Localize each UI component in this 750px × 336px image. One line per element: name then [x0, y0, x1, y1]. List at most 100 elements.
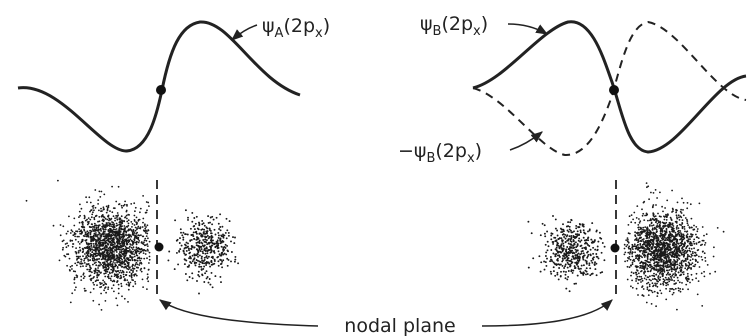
density-dot	[659, 192, 661, 194]
density-dot	[549, 260, 551, 262]
density-dot	[666, 228, 668, 230]
density-dot	[635, 272, 637, 274]
density-dot	[681, 243, 683, 245]
density-dot	[572, 239, 574, 241]
density-dot	[211, 272, 213, 274]
density-dot	[594, 268, 596, 270]
density-dot	[123, 274, 125, 276]
density-dot	[120, 249, 122, 251]
density-dot	[649, 285, 651, 287]
density-dot	[114, 220, 116, 222]
density-dot	[196, 259, 198, 261]
density-dot	[63, 240, 65, 242]
density-dot	[118, 293, 120, 295]
density-dot	[625, 246, 627, 248]
density-dot	[193, 225, 195, 227]
density-dot	[651, 223, 653, 225]
left-dense-lobe-cloud	[26, 180, 151, 311]
density-dot	[544, 224, 546, 226]
density-dot	[132, 264, 134, 266]
density-dot	[672, 209, 674, 211]
density-dot	[86, 236, 88, 238]
density-dot	[108, 241, 110, 243]
density-dot	[174, 219, 176, 221]
density-dot	[96, 277, 98, 279]
density-dot	[579, 224, 581, 226]
density-dot	[197, 250, 199, 252]
density-dot	[694, 265, 696, 267]
density-dot	[676, 259, 678, 261]
density-dot	[206, 227, 208, 229]
density-dot	[206, 252, 208, 254]
density-dot	[130, 275, 132, 277]
density-dot	[184, 263, 186, 265]
density-dot	[633, 245, 635, 247]
density-dot	[639, 222, 641, 224]
density-dot	[112, 271, 114, 273]
density-dot	[593, 256, 595, 258]
density-dot	[142, 218, 144, 220]
density-dot	[124, 217, 126, 219]
density-dot	[95, 262, 97, 264]
density-dot	[707, 264, 709, 266]
density-dot	[96, 272, 98, 274]
density-dot	[566, 234, 568, 236]
density-dot	[208, 237, 210, 239]
density-dot	[662, 239, 664, 241]
density-dot	[636, 288, 638, 290]
density-dot	[136, 255, 138, 257]
density-dot	[90, 278, 92, 280]
density-dot	[670, 217, 672, 219]
density-dot	[635, 257, 637, 259]
density-dot	[206, 243, 208, 245]
density-dot	[647, 261, 649, 263]
density-dot	[201, 261, 203, 263]
density-dot	[112, 237, 114, 239]
density-dot	[147, 280, 149, 282]
density-dot	[632, 262, 634, 264]
density-dot	[114, 249, 116, 251]
density-dot	[121, 295, 123, 297]
density-dot	[88, 249, 90, 251]
density-dot	[676, 216, 678, 218]
density-dot	[572, 252, 574, 254]
density-dot	[89, 259, 91, 261]
density-dot	[190, 228, 192, 230]
density-dot	[644, 215, 646, 217]
density-dot	[93, 284, 95, 286]
density-dot	[85, 265, 87, 267]
density-dot	[135, 259, 137, 261]
density-dot	[65, 256, 67, 258]
density-dot	[195, 264, 197, 266]
density-dot	[634, 243, 636, 245]
density-dot	[100, 283, 102, 285]
density-dot	[670, 254, 672, 256]
density-dot	[219, 259, 221, 261]
density-dot	[131, 230, 133, 232]
density-dot	[113, 225, 115, 227]
density-dot	[674, 272, 676, 274]
density-dot	[687, 224, 689, 226]
density-dot	[646, 283, 648, 285]
density-dot	[687, 222, 689, 224]
density-dot	[105, 292, 107, 294]
density-dot	[678, 227, 680, 229]
density-dot	[658, 270, 660, 272]
density-dot	[557, 263, 559, 265]
density-dot	[686, 246, 688, 248]
density-dot	[135, 283, 137, 285]
density-dot	[98, 274, 100, 276]
density-dot	[682, 265, 684, 267]
density-dot	[691, 274, 693, 276]
density-dot	[629, 215, 631, 217]
density-dot	[601, 252, 603, 254]
density-dot	[96, 240, 98, 242]
density-dot	[556, 259, 558, 261]
density-dot	[139, 235, 141, 237]
density-dot	[583, 224, 585, 226]
density-dot	[597, 246, 599, 248]
density-dot	[100, 256, 102, 258]
density-dot	[653, 267, 655, 269]
density-dot	[665, 299, 667, 301]
density-dot	[214, 229, 216, 231]
